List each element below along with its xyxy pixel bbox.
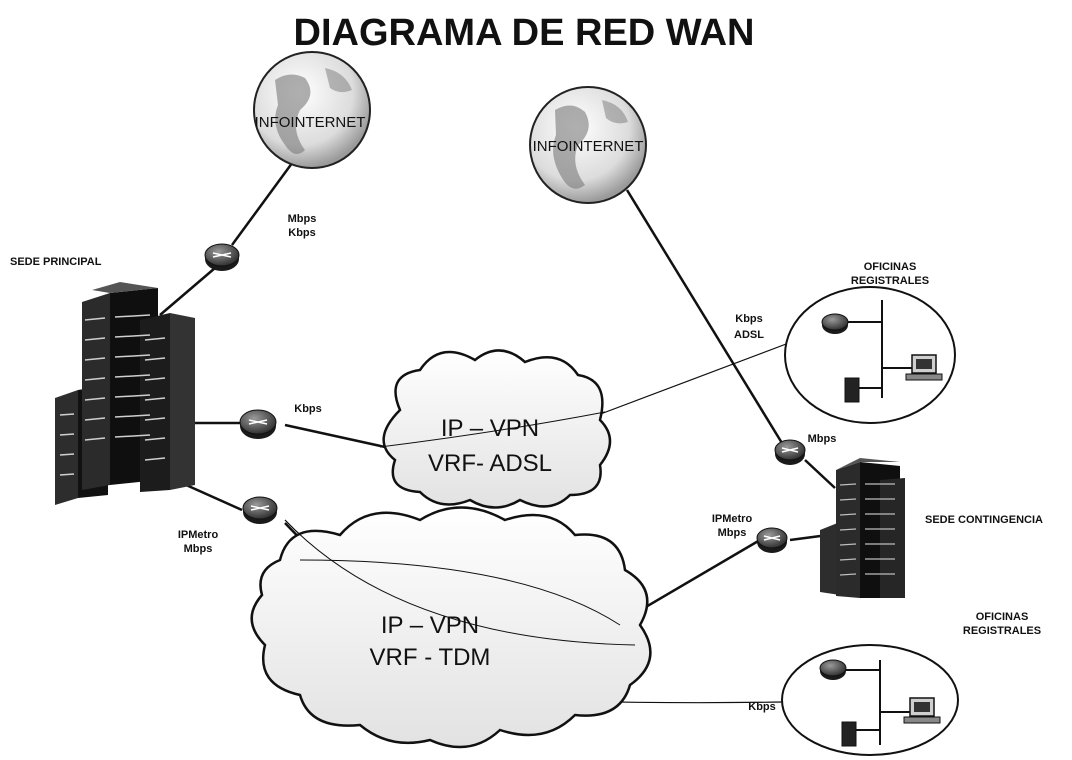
link-adsl-right-speed-2: ADSL <box>734 329 764 341</box>
link-internet-left-speed-2: Kbps <box>288 227 316 239</box>
link-router1-hq <box>159 267 216 316</box>
link-metro-left-1: IPMetro <box>178 529 219 541</box>
cloud-tdm-line1: IP – VPN <box>381 612 479 639</box>
cloud-vrf-adsl: IP – VPN VRF- ADSL <box>382 349 612 509</box>
link-globe1-router1 <box>230 154 300 246</box>
link-adsl-right-speed-1: Kbps <box>735 313 763 325</box>
link-metro-right-1: IPMetro <box>712 513 753 525</box>
globe-internet-left: INFOINTERNET <box>253 51 371 169</box>
hq-building <box>55 282 195 505</box>
link-cloud1-office1 <box>589 334 811 419</box>
router-icon <box>239 409 277 439</box>
router-icon <box>821 313 849 334</box>
cloud-adsl-line1: IP – VPN <box>441 415 539 442</box>
router-icon <box>204 243 240 271</box>
router-icon <box>756 527 788 553</box>
link-router2-cloud1 <box>284 423 386 449</box>
link-globe2-router3 <box>625 189 787 449</box>
contingency-label: SEDE CONTINGENCIA <box>925 514 1043 526</box>
server-icon <box>844 377 860 403</box>
router-icon <box>819 659 847 680</box>
link-metro-left-2: Mbps <box>184 543 213 555</box>
cloud-adsl-line2: VRF- ADSL <box>428 450 552 477</box>
cloud-overlay-lines <box>284 411 636 646</box>
hq-label: SEDE PRINCIPAL <box>10 256 102 268</box>
globe-right-label: INFOINTERNET <box>533 138 644 155</box>
link-metro-right-2: Mbps <box>718 527 747 539</box>
globe-internet-right: INFOINTERNET <box>529 86 647 204</box>
computer-icon <box>903 697 941 724</box>
office1-label-2: REGISTRALES <box>851 275 929 287</box>
contingency-building <box>820 458 905 598</box>
link-adsl-left-speed: Kbps <box>294 403 322 415</box>
office1-label-1: OFICINAS <box>864 261 917 273</box>
cloud-tdm-line2: VRF - TDM <box>370 644 491 671</box>
office2-label-2: REGISTRALES <box>963 625 1041 637</box>
diagram-title: DIAGRAMA DE RED WAN <box>294 12 755 54</box>
link-office2-speed: Kbps <box>748 701 776 713</box>
globe-left-label: INFOINTERNET <box>255 114 366 131</box>
router-icon <box>774 439 806 465</box>
office-group-2 <box>781 644 959 756</box>
router-icon <box>242 496 278 524</box>
link-internet-left-speed-1: Mbps <box>288 213 317 225</box>
link-internet-right-speed: Mbps <box>808 433 837 445</box>
office-group-1 <box>784 286 956 424</box>
cloud-vrf-tdm: IP – VPN VRF - TDM <box>250 506 652 749</box>
server-icon <box>841 721 857 747</box>
computer-icon <box>905 354 943 381</box>
office2-label-1: OFICINAS <box>976 611 1029 623</box>
link-router3-contingency <box>804 459 836 489</box>
